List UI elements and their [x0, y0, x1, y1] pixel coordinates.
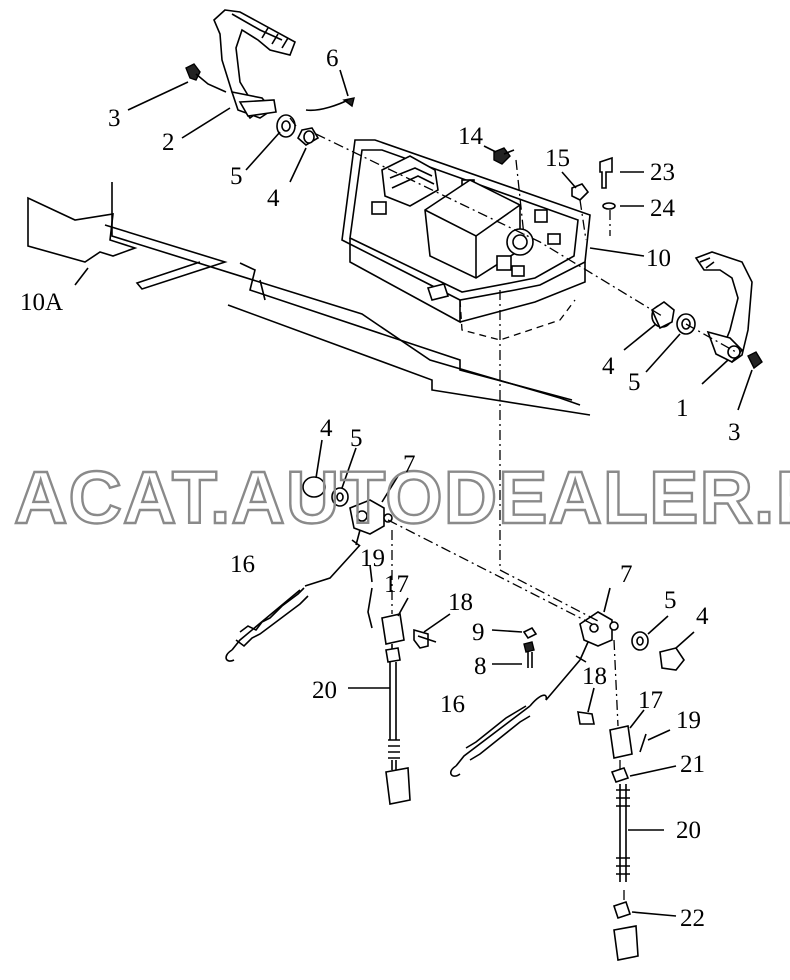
callout-18: 18 [448, 589, 473, 616]
callout-labels: 1 2 3 3 4 4 4 4 5 5 5 5 6 7 7 8 9 10 10A… [20, 45, 741, 932]
callout-9: 9 [472, 619, 485, 646]
callout-8: 8 [474, 653, 487, 680]
callout-21: 21 [680, 751, 705, 778]
callout-1: 1 [676, 395, 689, 422]
callout-4: 4 [267, 185, 280, 212]
callout-7: 7 [620, 561, 633, 588]
floor-plate-10A [27, 182, 591, 416]
callout-5: 5 [230, 163, 243, 190]
callout-20: 20 [676, 817, 701, 844]
callout-10A: 10A [20, 289, 63, 316]
callout-14: 14 [458, 123, 484, 150]
callout-15: 15 [545, 145, 570, 172]
callout-19: 19 [676, 707, 701, 734]
leader-lines [74, 69, 753, 917]
bushings-upper [276, 114, 696, 335]
callout-4: 4 [320, 415, 333, 442]
callout-2: 2 [162, 129, 175, 156]
pedal-2 [185, 9, 296, 120]
linkage-right [449, 611, 685, 961]
callout-18: 18 [582, 663, 607, 690]
callout-5: 5 [664, 587, 677, 614]
centerlines [289, 117, 737, 904]
callout-17: 17 [384, 571, 409, 598]
pedal-1 [694, 251, 763, 370]
callout-22: 22 [680, 905, 705, 932]
callout-5: 5 [350, 425, 363, 452]
callout-17: 17 [638, 687, 663, 714]
callout-4: 4 [602, 353, 615, 380]
callout-24: 24 [650, 195, 676, 222]
callout-10: 10 [646, 245, 671, 272]
callout-3: 3 [728, 419, 741, 446]
callout-23: 23 [650, 159, 675, 186]
callout-6: 6 [326, 45, 339, 72]
callout-4: 4 [696, 603, 709, 630]
callout-19: 19 [360, 545, 385, 572]
callout-20: 20 [312, 677, 337, 704]
callout-3: 3 [108, 105, 121, 132]
callout-5: 5 [628, 369, 641, 396]
linkage-left [225, 476, 437, 805]
callout-16: 16 [230, 551, 255, 578]
callout-7: 7 [403, 451, 416, 478]
control-box-10 [341, 139, 591, 341]
callout-16: 16 [440, 691, 465, 718]
watermark-text: ACAT.AUTODEALER.RU [14, 456, 790, 539]
